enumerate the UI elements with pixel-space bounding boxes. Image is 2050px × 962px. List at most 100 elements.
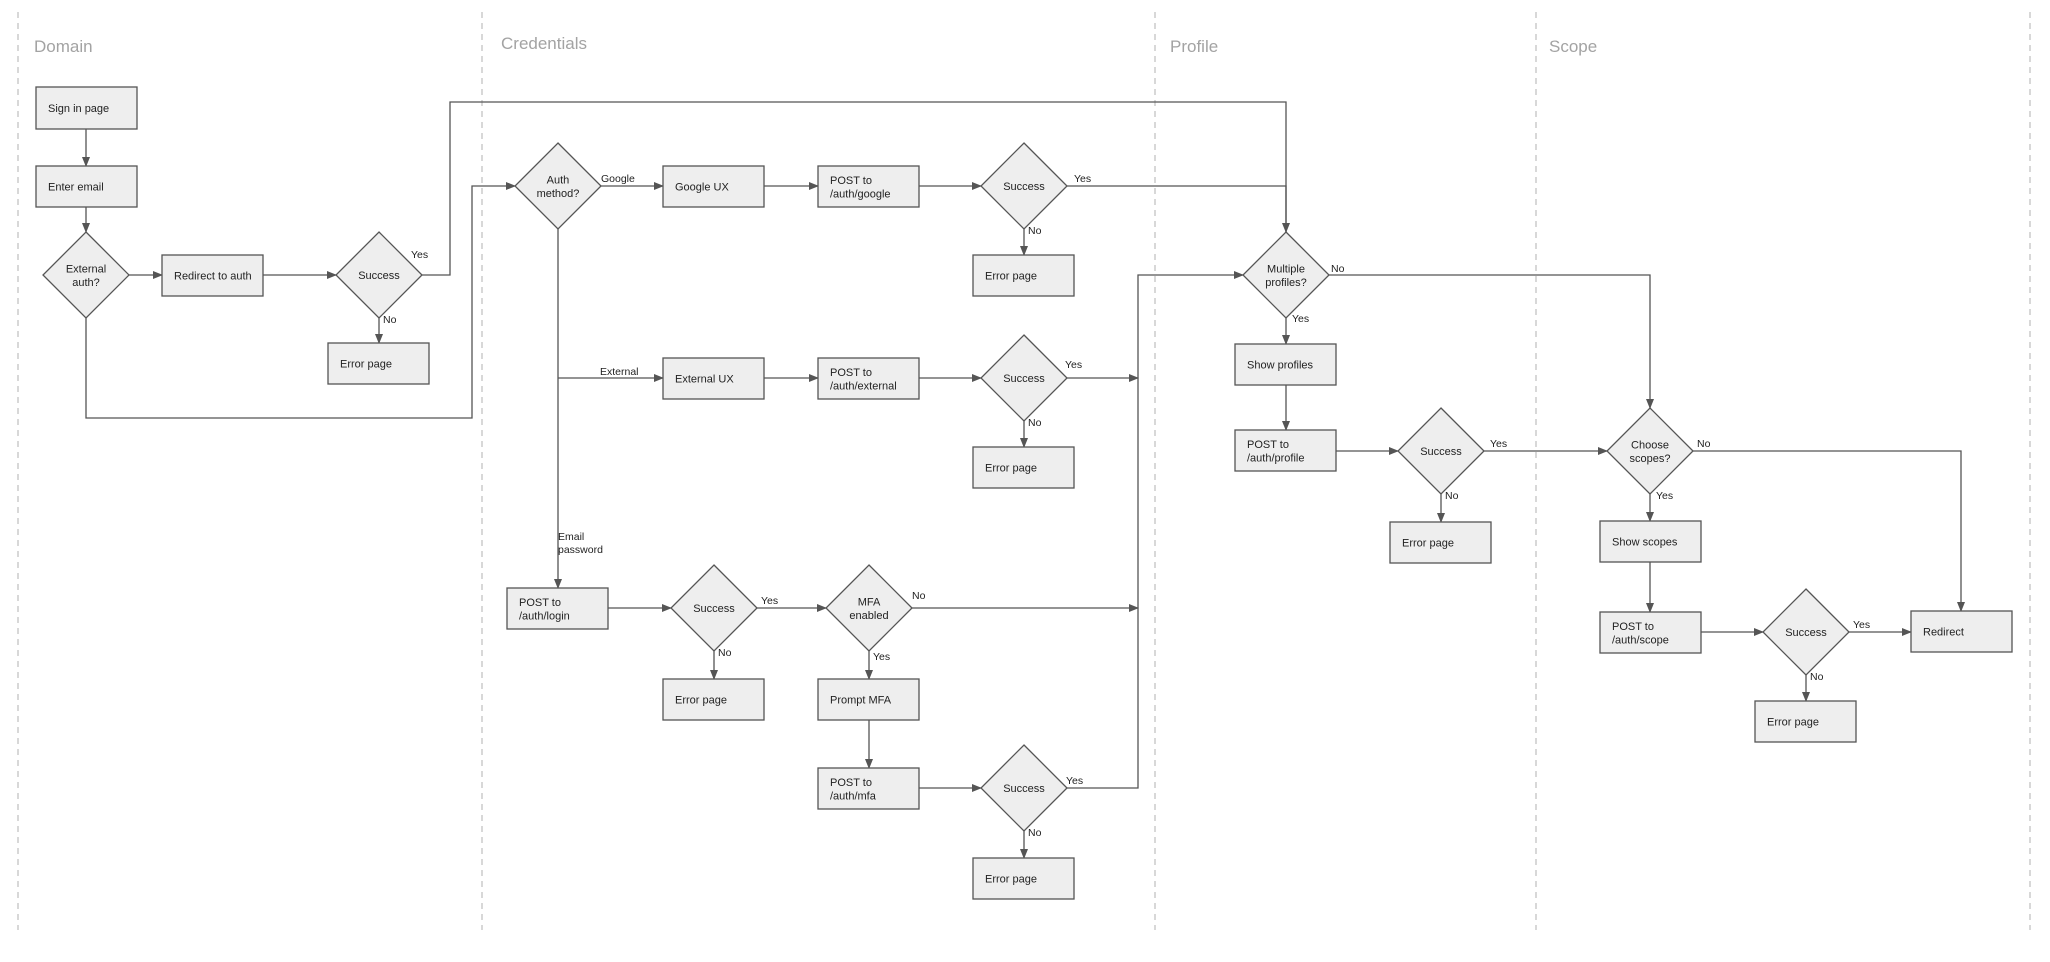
node-label: Enter email	[48, 182, 104, 194]
node-profile-success: Success	[1397, 407, 1485, 495]
edge-label-google-no: No	[1028, 225, 1042, 237]
decision-diamond	[42, 231, 130, 319]
node-label: POST to	[830, 367, 872, 379]
node-label: Error page	[340, 359, 392, 371]
process-box	[817, 357, 920, 400]
node-label: Redirect to auth	[174, 271, 252, 283]
edge-label-external-no: No	[1028, 417, 1042, 429]
node-show-profiles: Show profiles	[1234, 343, 1337, 386]
node-label: External UX	[675, 374, 734, 386]
node-label: External	[66, 263, 106, 275]
edge-label-login-no: No	[718, 647, 732, 659]
process-box	[662, 678, 765, 721]
decision-diamond	[980, 334, 1068, 422]
node-google-success: Success	[980, 142, 1068, 230]
edge-label-google: Google	[601, 173, 635, 185]
node-label: Google UX	[675, 182, 729, 194]
process-box	[1234, 429, 1337, 472]
node-label: POST to	[519, 597, 561, 609]
decision-diamond	[980, 744, 1068, 832]
node-label: profiles?	[1265, 277, 1307, 289]
node-label: Success	[1003, 783, 1045, 795]
edge-label-scopes-no: No	[1697, 438, 1711, 450]
node-label: Show scopes	[1612, 537, 1678, 549]
lane-title-scope: Scope	[1549, 37, 1597, 56]
edge-label-scope-no: No	[1810, 671, 1824, 683]
node-label: /auth/mfa	[830, 790, 877, 802]
node-label: Auth	[547, 174, 570, 186]
edge-label-scope-yes: Yes	[1853, 619, 1870, 631]
node-label: POST to	[1612, 621, 1654, 633]
node-label: Error page	[1402, 538, 1454, 550]
process-box	[972, 857, 1075, 900]
node-redirect: Redirect	[1910, 610, 2013, 653]
edge-label-profiles-yes: Yes	[1292, 313, 1309, 325]
process-box	[662, 357, 765, 400]
edge-label-mfa-success-yes: Yes	[1066, 775, 1083, 787]
node-domain-error: Error page	[327, 342, 430, 385]
node-label: Success	[1003, 181, 1045, 193]
process-box	[1389, 521, 1492, 564]
node-label: Prompt MFA	[830, 695, 892, 707]
edge-label-profile-yes: Yes	[1490, 438, 1507, 450]
node-login-error: Error page	[662, 678, 765, 721]
node-external-ux: External UX	[662, 357, 765, 400]
process-box	[1599, 520, 1702, 563]
node-show-scopes: Show scopes	[1599, 520, 1702, 563]
node-label: /auth/scope	[1612, 634, 1669, 646]
node-scope-error: Error page	[1754, 700, 1857, 743]
node-label: Redirect	[1923, 627, 1964, 639]
node-label: Success	[1785, 627, 1827, 639]
edge-label-external: External	[600, 366, 639, 378]
node-label: /auth/google	[830, 188, 891, 200]
node-label: Show profiles	[1247, 360, 1314, 372]
edge-label-google-yes: Yes	[1074, 173, 1091, 185]
decision-diamond	[1242, 231, 1330, 319]
node-post-auth-profile: POST to/auth/profile	[1234, 429, 1337, 472]
node-external-error: Error page	[972, 446, 1075, 489]
node-label: Error page	[985, 874, 1037, 886]
edge-labels: YesNoGoogleExternalEmailpasswordYesNoYes…	[383, 173, 1870, 839]
process-box	[35, 86, 138, 130]
decision-diamond	[1397, 407, 1485, 495]
node-label: Error page	[1767, 717, 1819, 729]
lane-title-domain: Domain	[34, 37, 93, 56]
lane-title-credentials: Credentials	[501, 34, 587, 53]
node-label: Sign in page	[48, 103, 109, 115]
node-login-success: Success	[670, 564, 758, 652]
connector-arrow	[1067, 271, 1244, 789]
node-post-auth-mfa: POST to/auth/mfa	[817, 767, 920, 810]
node-label: Error page	[985, 271, 1037, 283]
lane-dividers	[17, 12, 2031, 930]
node-domain-success: Success	[335, 231, 423, 319]
node-mfa-error: Error page	[972, 857, 1075, 900]
node-label: /auth/login	[519, 610, 570, 622]
process-box	[1754, 700, 1857, 743]
edge-label-external-yes: Yes	[1065, 359, 1082, 371]
process-box	[35, 165, 138, 208]
decision-diamond	[514, 142, 602, 230]
node-label: Success	[1003, 373, 1045, 385]
edge-label-domain-yes: Yes	[411, 249, 428, 261]
connector-arrow	[422, 101, 1290, 276]
node-redirect-to-auth: Redirect to auth	[161, 254, 264, 297]
node-prompt-mfa: Prompt MFA	[817, 678, 920, 721]
edge-label-mfa-yes: Yes	[873, 651, 890, 663]
node-post-auth-google: POST to/auth/google	[817, 165, 920, 208]
decision-diamond	[980, 142, 1068, 230]
edge-label-scopes-yes: Yes	[1656, 490, 1673, 502]
process-box	[972, 254, 1075, 297]
process-box	[1599, 611, 1702, 654]
edge-label-domain-no: No	[383, 314, 397, 326]
node-label: MFA	[858, 596, 881, 608]
edge-label-mfa-success-no: No	[1028, 827, 1042, 839]
node-google-ux: Google UX	[662, 165, 765, 208]
decision-diamond	[825, 564, 913, 652]
node-label: POST to	[830, 777, 872, 789]
connector-arrow	[1329, 274, 1654, 409]
